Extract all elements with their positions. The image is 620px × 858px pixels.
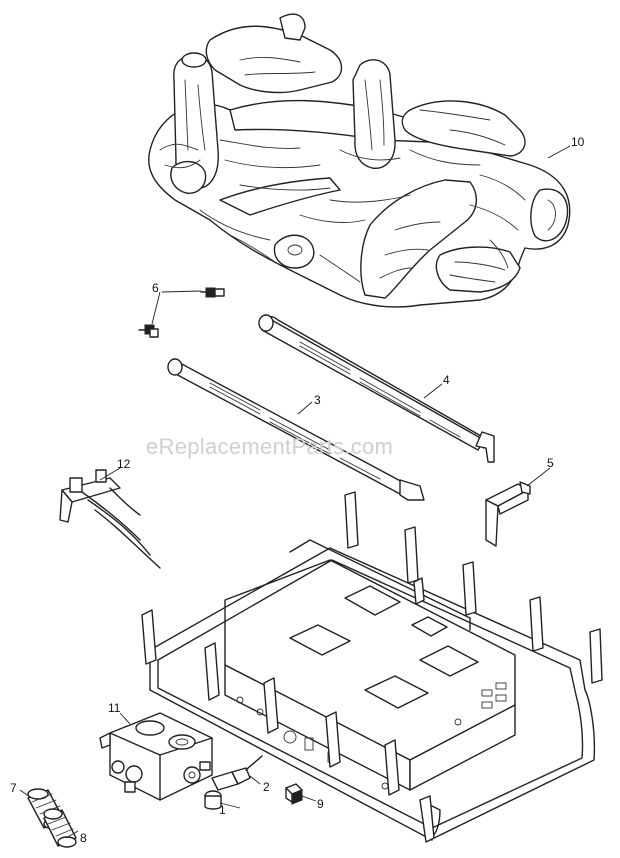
part-log-set [148,13,571,308]
callout-labels: 1 2 3 4 5 6 7 8 9 10 11 12 [10,135,585,845]
callout-1: 1 [219,803,226,817]
callout-10: 10 [571,135,585,149]
part-adapter [204,790,222,810]
part-burner-tube-front [167,358,425,501]
watermark-text: eReplacementParts.com [146,434,393,459]
callout-11: 11 [108,701,121,715]
part-burner-tube-rear [258,314,495,463]
part-gas-valve [99,712,213,801]
part-igniter [211,755,263,791]
callout-9: 9 [317,797,324,811]
part-switch [285,783,303,805]
callout-8: 8 [80,831,87,845]
part-pilot-assembly [59,469,161,569]
callout-4: 4 [443,373,450,387]
callout-6: 6 [152,281,159,295]
callout-7: 7 [10,781,17,795]
part-bracket [485,481,531,547]
part-grate-frame [141,491,603,843]
part-knobs [27,788,77,848]
callout-2: 2 [263,780,270,794]
callout-3: 3 [314,393,321,407]
part-screws [138,287,225,338]
leader-lines [19,145,571,839]
callout-5: 5 [547,456,554,470]
callout-12: 12 [117,457,131,471]
